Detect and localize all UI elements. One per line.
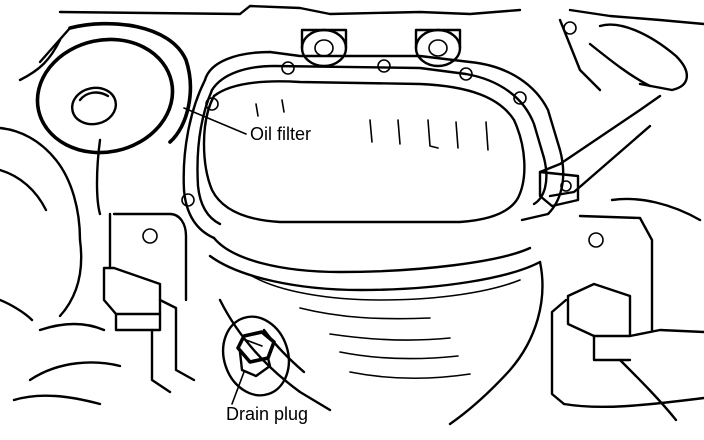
dipstick-bracket bbox=[538, 23, 688, 208]
flange-bolt bbox=[281, 61, 295, 75]
drain-plug-callout: Drain plug bbox=[226, 371, 308, 424]
engine-block-top bbox=[18, 4, 704, 82]
flange-bolt bbox=[459, 67, 473, 81]
left-frame-structure bbox=[0, 126, 102, 406]
oil-filter bbox=[35, 21, 193, 155]
flange-bolt bbox=[142, 228, 158, 244]
oil-pan-bowl bbox=[202, 80, 526, 224]
flange-bolt bbox=[588, 232, 604, 248]
drain-plug-label: Drain plug bbox=[226, 404, 308, 424]
flange-bolt bbox=[377, 59, 391, 73]
drain-plug bbox=[221, 315, 291, 397]
oil-filter-label: Oil filter bbox=[250, 124, 311, 144]
flange-bolt bbox=[181, 193, 195, 207]
left-crossmember bbox=[28, 212, 196, 394]
oil-filter-leader-line bbox=[183, 107, 247, 135]
flange-bolt bbox=[513, 91, 527, 105]
mount-bosses bbox=[300, 28, 462, 68]
oil-pan-lower bbox=[208, 236, 544, 426]
flange-bolts bbox=[142, 21, 604, 248]
right-frame-structure bbox=[558, 18, 702, 422]
oil-filter-callout: Oil filter bbox=[183, 107, 311, 144]
right-crossmember bbox=[550, 214, 704, 409]
drain-plug-leader-line bbox=[231, 371, 245, 405]
